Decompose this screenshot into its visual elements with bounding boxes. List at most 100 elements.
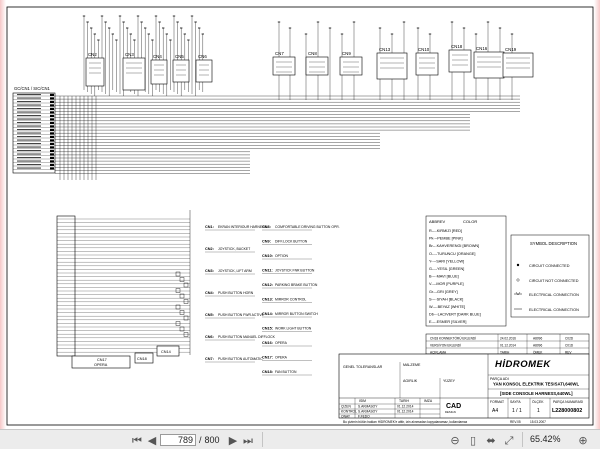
- connector-cn4-label: CN4: [153, 54, 162, 59]
- color-row-7: V----MOR [PURPLE]: [429, 282, 464, 286]
- rev-1-desc: VERSİYON EKLENDİ: [430, 343, 461, 348]
- signoff-date-0: 01.12.2014: [397, 405, 414, 409]
- color-legend-abbrev-head: ABBREV: [429, 219, 446, 224]
- note-8-text: DIFF.LOCK BUTTON: [275, 240, 308, 244]
- part-no-label: PARÇA NUMARASI: [553, 400, 583, 404]
- bottom-opera-label: OPERA: [94, 363, 108, 367]
- symbol-legend: SYMBOL DESCRIPTION CIRCUIT CONNECTED CIR…: [510, 234, 590, 318]
- signoff-name-1: S.AKMASOY: [358, 410, 378, 414]
- signoff-role-0: ÇIZEN: [341, 405, 352, 409]
- last-page-icon[interactable]: ⏭: [243, 433, 253, 447]
- connector-cn7-label: CN7: [275, 51, 284, 56]
- connector-cn10-label: CN10: [418, 47, 430, 52]
- color-row-4: Y----SARI [YELLOW]: [429, 259, 464, 263]
- connection-arrow-icon: [515, 291, 521, 296]
- previous-page-icon[interactable]: ◀: [147, 433, 157, 447]
- connector-cn19-label: CN19: [505, 47, 517, 52]
- symbol-row-3: ELECTRICAL CONNECTION: [529, 293, 579, 297]
- color-row-5: G----YESIL [GREEN]: [429, 267, 464, 271]
- hidromek-logo: HİDROMEK: [495, 359, 551, 370]
- connected-dot-icon: [516, 263, 520, 267]
- connector-cn6-label: CN6: [198, 54, 207, 59]
- right-page-edge: [594, 0, 600, 429]
- note-14-text: WORK LIGHT BUTTON: [275, 327, 312, 331]
- color-row-11: Db---LACIVERT [DARK BLUE]: [429, 313, 481, 317]
- note-5-text: PUSH BUTTON MANUEL DIFFLOCK: [218, 335, 276, 339]
- symbol-row-4: ELECTRICAL CONNECTION: [529, 308, 579, 312]
- connector-cn3-label: CN3: [125, 52, 134, 57]
- note-15-text: OPERA: [275, 341, 288, 345]
- toolbar-divider-2: [522, 432, 523, 447]
- rev-1-code: C01D: [565, 344, 574, 348]
- rev-2-desc: AÇIKLAMA: [430, 351, 447, 355]
- symbol-legend-title: SYMBOL DESCRIPTION: [530, 241, 577, 246]
- color-row-3: O----TURUNCU [ORANGE]: [429, 252, 475, 256]
- signoff-name-2: F.FEDO: [358, 415, 370, 419]
- sheet-label: SAYFA: [510, 400, 521, 404]
- signoff-name-0: S.AKMASOY: [358, 405, 378, 409]
- color-row-12: E----ESMER [SILVER]: [429, 320, 466, 324]
- fit-page-icon[interactable]: ▯: [469, 433, 477, 447]
- note-6-text: PUSH BUTTON AUTOMATIC: [218, 357, 263, 361]
- note-17-id: CN18:: [262, 370, 273, 374]
- color-row-1: Pk---PEMBE [PINK]: [429, 237, 463, 241]
- note-14-id: CN15:: [262, 327, 273, 331]
- fit-width-icon[interactable]: ⬌: [486, 433, 496, 447]
- rev-2-no: ÖMEK: [533, 351, 543, 355]
- note-9-text: OPTION: [275, 254, 289, 258]
- signoff-date-1: 01.12.2014: [397, 410, 414, 414]
- note-12-text: MIRROR CONTROL: [275, 298, 306, 302]
- title-line-2: [SIDE CONSOLE HARNESS,640WL]: [500, 391, 573, 396]
- connector-notes: CN1:EKRAN INTERIOUR HARNESSCN2:JOYSTICK,…: [205, 225, 340, 376]
- note-0-text: EKRAN INTERIOUR HARNESS: [218, 225, 267, 229]
- bottom-cn17-label: CN17: [97, 358, 107, 362]
- note-4-text: PUSH BUTTON FWR ACTIVE: [218, 313, 265, 317]
- general-tolerances: GENEL TOLERANSLAR: [343, 365, 383, 369]
- note-5-id: CN6:: [205, 335, 214, 339]
- rev-0-date: 24.02.2016: [500, 337, 516, 341]
- connector-cn3-box: [122, 57, 146, 91]
- format-value: A4: [492, 408, 498, 414]
- connector-cn7-box: [272, 56, 296, 76]
- zoom-in-icon[interactable]: ⊕: [578, 433, 588, 447]
- scale-value: 1: [537, 408, 540, 414]
- rev-2-code: REV: [565, 351, 572, 355]
- bus-lines: [55, 95, 520, 180]
- symbol-row-2: CIRCUIT NOT CONNECTED: [529, 279, 579, 283]
- toolbar-divider: [262, 432, 263, 447]
- note-2-text: JOYSTICK, LIFT ARM: [218, 269, 252, 273]
- color-row-2: Br---KAHVERENGI [BROWN]: [429, 244, 479, 248]
- sheet-border: [6, 6, 594, 426]
- connector-cn5-box: [172, 59, 190, 83]
- color-row-0: R----KIRMIZI [RED]: [429, 229, 462, 233]
- note-16-id: CN17:: [262, 356, 273, 360]
- zoom-level[interactable]: 65.42%: [530, 434, 561, 444]
- color-legend: ABBREV COLOR R----KIRMIZI [RED]Pk---PEMB…: [425, 215, 507, 327]
- zoom-out-icon[interactable]: ⊖: [450, 433, 460, 447]
- rev-0-desc: CN18 KONNEKTÖRÜ EKLENDİ: [430, 336, 476, 341]
- note-12-id: CN13:: [262, 298, 273, 302]
- page-number-input[interactable]: 789: [160, 433, 196, 446]
- rev-0-code: C02D: [565, 337, 574, 341]
- revision-code: REV.05: [510, 420, 521, 424]
- connector-cn4-box: [150, 59, 168, 85]
- weight-label: AGIRLIK: [403, 379, 418, 383]
- harness-rows: [13, 93, 55, 170]
- note-9-id: CN10:: [262, 254, 273, 258]
- fullscreen-icon[interactable]: ⤢: [504, 433, 514, 447]
- sheet-value: 1 / 1: [512, 408, 522, 414]
- note-2-id: CN3:: [205, 269, 214, 273]
- col-head-name: ISIM: [359, 399, 366, 403]
- harness-label: GC/CN1 / SIC/CN1: [14, 86, 51, 91]
- color-row-9: S----SIYAH [BLACK]: [429, 297, 463, 301]
- next-page-icon[interactable]: ▶: [228, 433, 238, 447]
- note-1-text: JOYSTICK, BUCKET: [218, 247, 250, 251]
- bottom-cn14-label: CN14: [161, 350, 171, 354]
- total-pages: 800: [204, 434, 220, 445]
- footer-copyright: Bu çizimin bütün hakları HİDROMEK'e aitt…: [343, 419, 468, 424]
- signoff-role-2: ONAY: [341, 415, 351, 419]
- note-13-text: MIRROR BUTTON SWITCH: [275, 312, 318, 316]
- first-page-icon[interactable]: ⏮: [132, 433, 142, 447]
